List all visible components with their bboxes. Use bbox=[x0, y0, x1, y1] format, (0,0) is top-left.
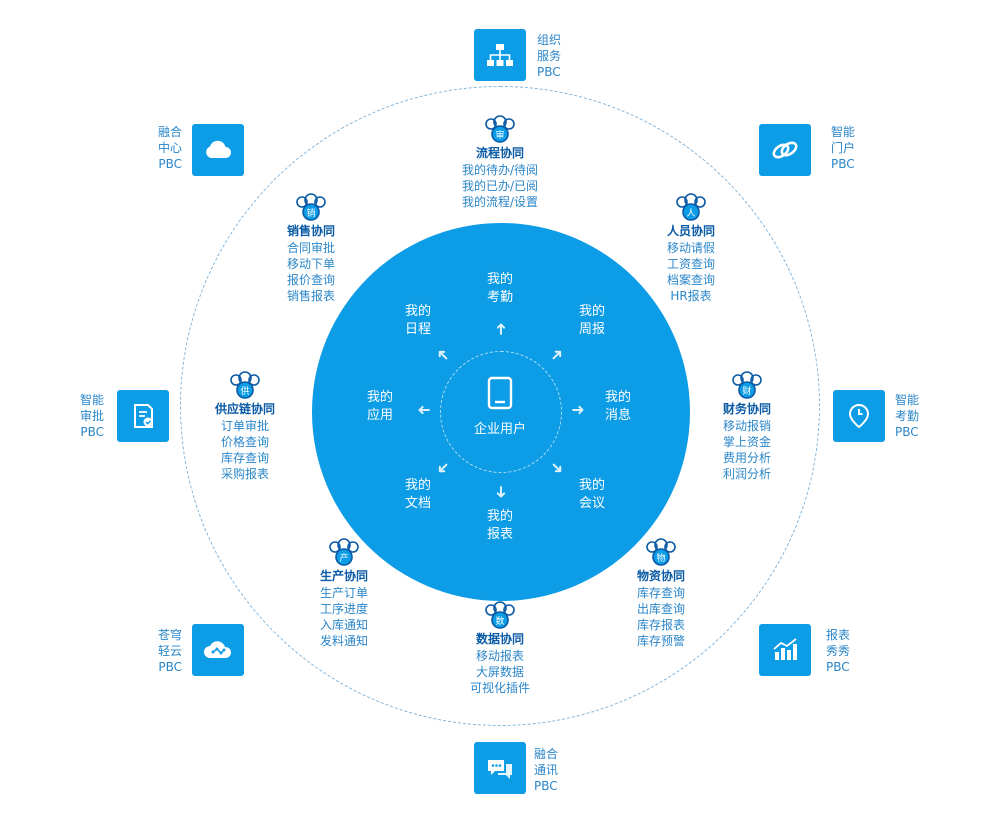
module-data[interactable]: 数 数据协同 移动报表 大屏数据 可视化插件 bbox=[445, 600, 555, 696]
platform-light-cloud[interactable] bbox=[192, 624, 244, 676]
people-badge-icon: 财 bbox=[732, 371, 762, 399]
enterprise-user-label: 企业用户 bbox=[473, 422, 526, 437]
chat-bubble-icon bbox=[488, 760, 512, 779]
node-schedule[interactable]: 我的日程 bbox=[404, 304, 431, 337]
tablet-icon bbox=[487, 376, 513, 414]
module-sales[interactable]: 销 销售协同 合同审批 移动下单 报价查询 销售报表 bbox=[256, 192, 366, 304]
module-finance[interactable]: 财 财务协同 移动报销 掌上资金 费用分析 利润分析 bbox=[692, 370, 802, 482]
platform-fusion-center[interactable] bbox=[192, 124, 244, 176]
people-badge-icon: 数 bbox=[485, 601, 515, 629]
node-weekly-report[interactable]: 我的周报 bbox=[578, 304, 605, 337]
svg-text:财: 财 bbox=[742, 385, 751, 397]
network-cloud-icon bbox=[204, 641, 232, 658]
people-badge-icon: 供 bbox=[230, 371, 260, 399]
svg-text:产: 产 bbox=[339, 552, 348, 564]
node-meetings[interactable]: 我的会议 bbox=[578, 478, 605, 511]
arrow-right-icon: ➜ bbox=[571, 400, 585, 419]
node-documents[interactable]: 我的文档 bbox=[404, 478, 431, 511]
outer-dashed-ring bbox=[180, 86, 820, 726]
svg-text:审: 审 bbox=[495, 129, 504, 141]
people-badge-icon: 产 bbox=[329, 538, 359, 566]
people-badge-icon: 审 bbox=[485, 115, 515, 143]
module-supply-chain[interactable]: 供 供应链协同 订单审批 价格查询 库存查询 采购报表 bbox=[190, 370, 300, 482]
svg-text:物: 物 bbox=[656, 552, 665, 564]
platform-org-service[interactable] bbox=[474, 29, 526, 81]
node-messages[interactable]: 我的消息 bbox=[604, 390, 631, 423]
node-attendance[interactable]: 我的考勤 bbox=[486, 272, 513, 305]
module-materials[interactable]: 物 物资协同 库存查询 出库查询 库存报表 库存预警 bbox=[606, 537, 716, 649]
clock-pin-icon bbox=[848, 403, 870, 429]
svg-text:供: 供 bbox=[240, 385, 249, 397]
module-production[interactable]: 产 生产协同 生产订单 工序进度 入库通知 发料通知 bbox=[289, 537, 399, 649]
bar-chart-icon bbox=[773, 638, 797, 660]
platform-report-show[interactable] bbox=[759, 624, 811, 676]
node-apps[interactable]: 我的应用 bbox=[366, 390, 393, 423]
node-reports[interactable]: 我的报表 bbox=[486, 509, 513, 542]
cloud-icon bbox=[206, 140, 231, 158]
arrow-right-icon: ➜ bbox=[492, 485, 511, 499]
link-ring-icon bbox=[772, 141, 798, 159]
platform-smart-attendance[interactable] bbox=[833, 390, 885, 442]
org-chart-icon bbox=[487, 44, 513, 66]
people-badge-icon: 销 bbox=[296, 193, 326, 221]
platform-smart-portal[interactable] bbox=[759, 124, 811, 176]
people-badge-icon: 人 bbox=[676, 193, 706, 221]
core-inner-ring bbox=[440, 351, 562, 473]
arrow-right-icon: ➜ bbox=[491, 322, 510, 336]
svg-text:数: 数 bbox=[495, 615, 504, 627]
platform-unified-comm[interactable] bbox=[474, 742, 526, 794]
module-personnel[interactable]: 人 人员协同 移动请假 工资查询 档案查询 HR报表 bbox=[636, 192, 746, 304]
module-workflow[interactable]: 审 流程协同 我的待办/待阅 我的已办/已阅 我的流程/设置 bbox=[445, 114, 555, 210]
document-check-icon bbox=[134, 404, 153, 428]
svg-text:销: 销 bbox=[306, 207, 315, 219]
arrow-right-icon: ➜ bbox=[417, 401, 431, 420]
svg-text:人: 人 bbox=[686, 208, 695, 219]
platform-smart-approval[interactable] bbox=[117, 390, 169, 442]
people-badge-icon: 物 bbox=[646, 538, 676, 566]
